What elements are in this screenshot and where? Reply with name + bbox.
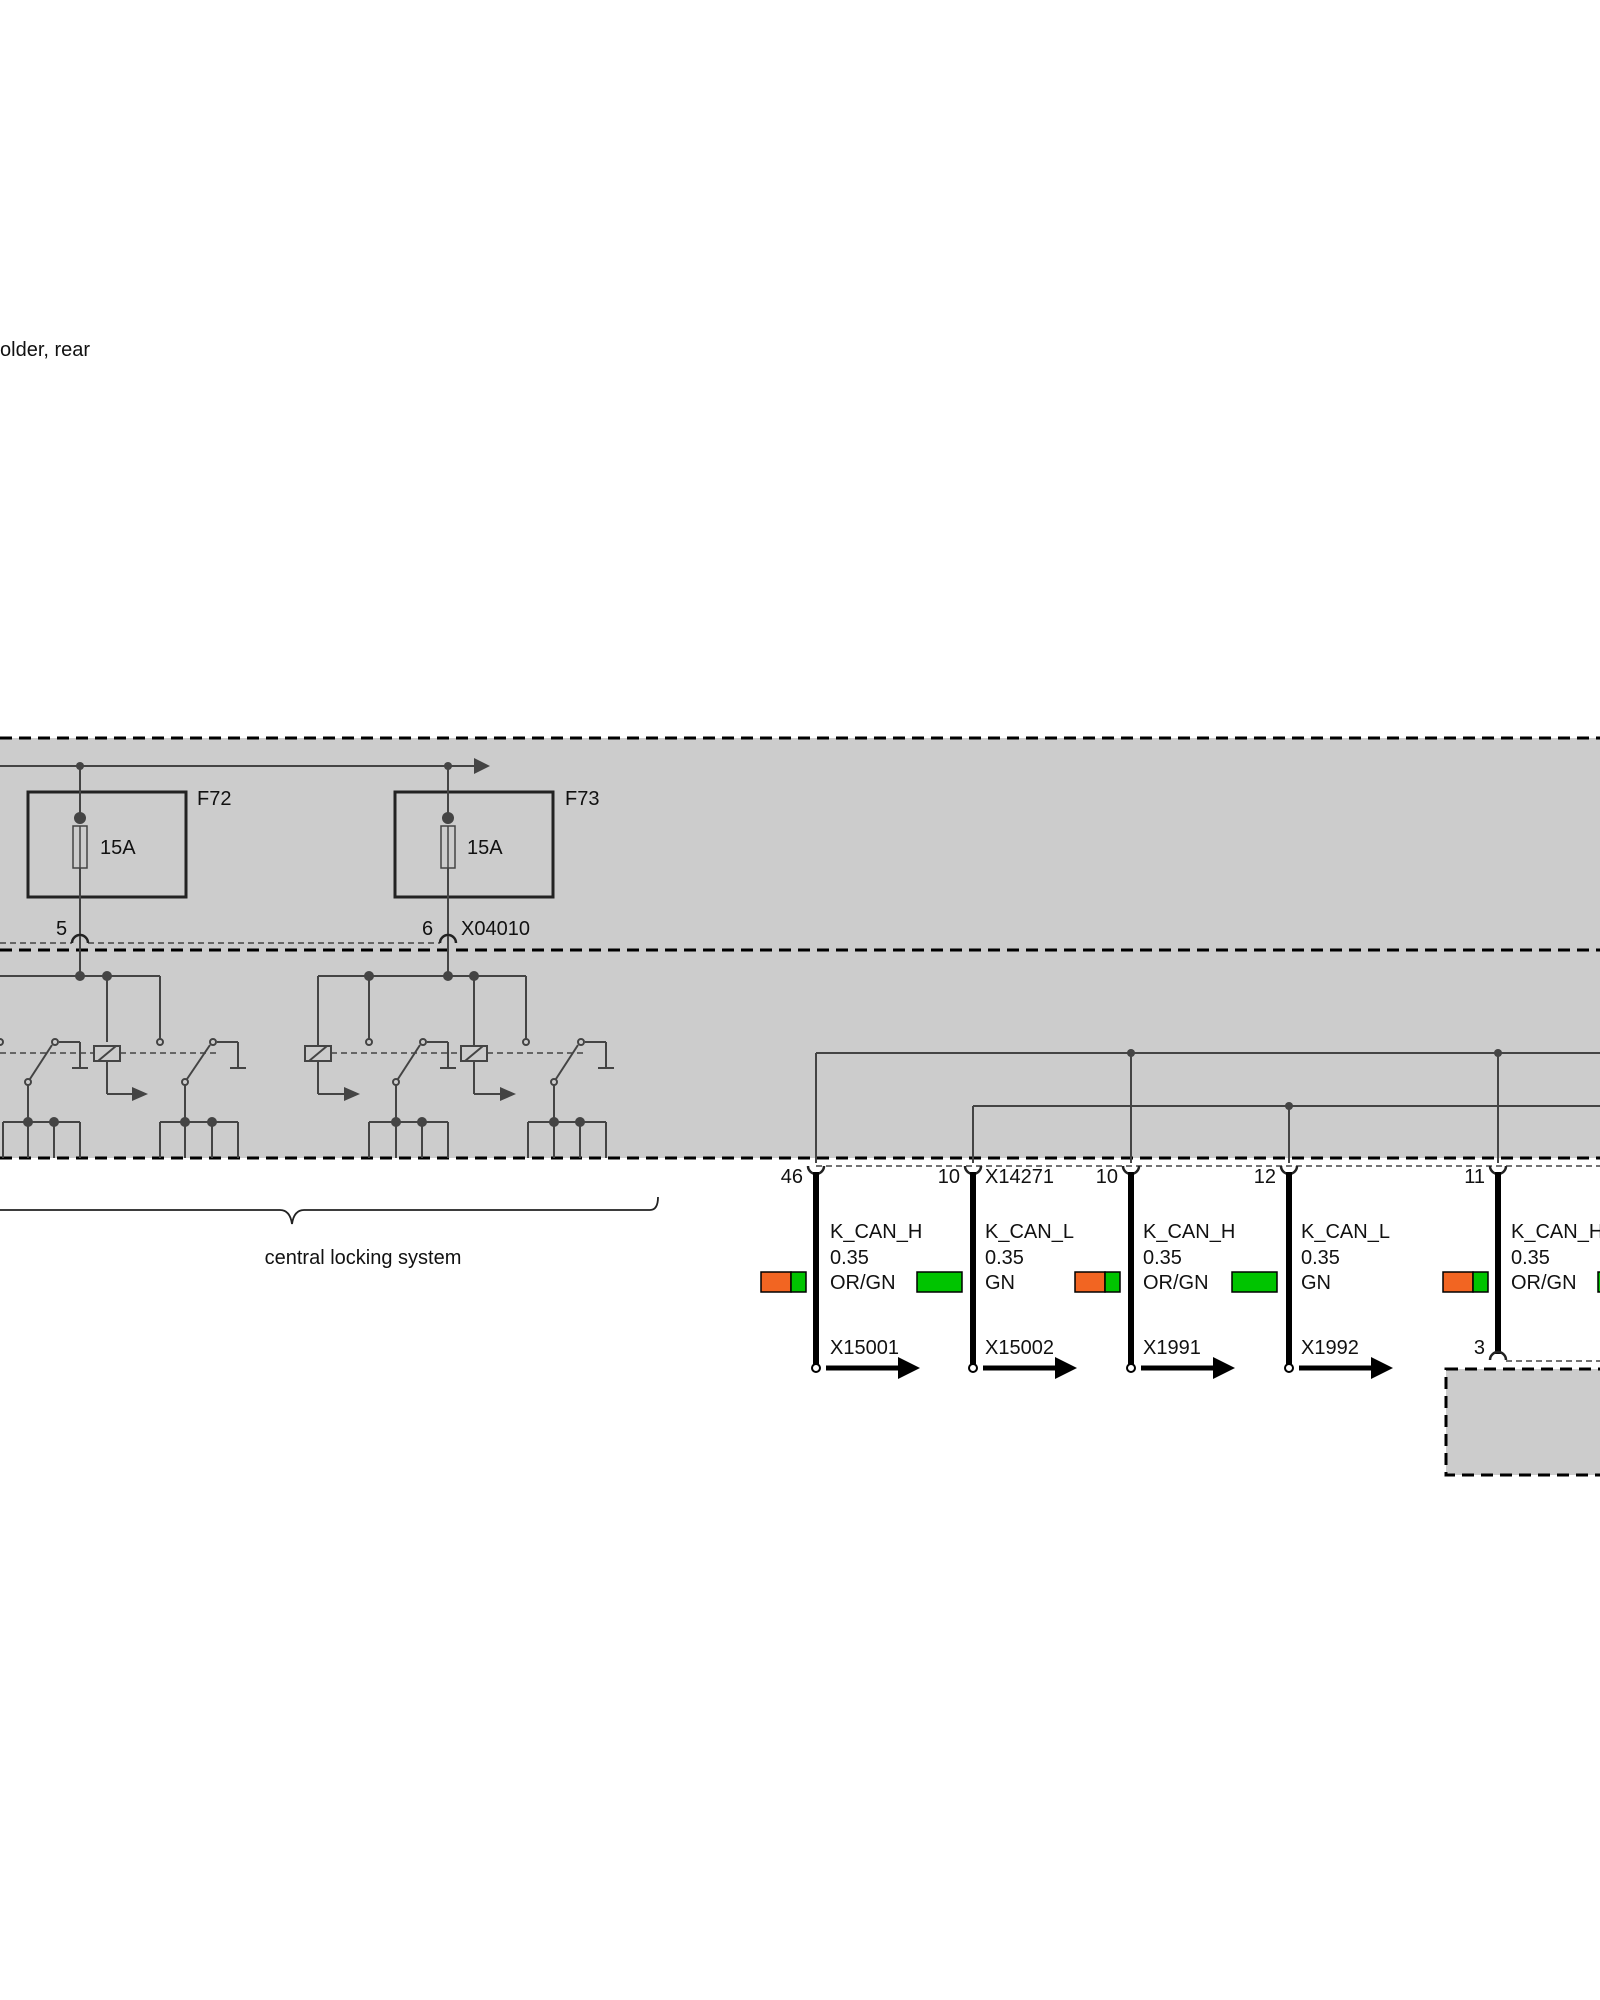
lower-module (1444, 1367, 1600, 1477)
wire-color-code: GN (1301, 1272, 1331, 1294)
wire-pin: 10 (1096, 1166, 1118, 1188)
brace-label: central locking system (265, 1247, 462, 1269)
wire-pin: 12 (1254, 1166, 1276, 1188)
relay-group-2 (304, 971, 614, 1158)
bus-connector-label: X14271 (985, 1166, 1054, 1188)
wire-target: X15002 (985, 1337, 1054, 1359)
fuse-id: F72 (197, 788, 231, 810)
wire-pin: 10 (938, 1166, 960, 1188)
wire-target: X15001 (830, 1337, 899, 1359)
fuse-F73: 15A F73 6 (393, 766, 599, 940)
connector-label-top: X04010 (461, 918, 530, 940)
fuse-box-module (0, 738, 1600, 950)
wire-gauge: 0.35 (1143, 1247, 1182, 1269)
wire-target: X1991 (1143, 1337, 1201, 1359)
fuse-F72: 15A F72 5 (26, 766, 231, 940)
bus-wire: 12 K_CAN_L 0.35 GN X1992 (1231, 1165, 1393, 1379)
wire-pin: 11 (1464, 1166, 1485, 1188)
wire-signal: K_CAN_H (830, 1221, 922, 1243)
wire-gauge: 0.35 (985, 1247, 1024, 1269)
bus-wire: 10 K_CAN_H 0.35 OR/GN X1991 (1074, 1165, 1235, 1379)
fuse-id: F73 (565, 788, 599, 810)
wire-color-code: GN (985, 1272, 1015, 1294)
wire-signal: K_CAN_H (1511, 1221, 1600, 1243)
bus-wire: 10 K_CAN_L 0.35 GN X15002 (916, 1165, 1077, 1379)
wire-signal: K_CAN_H (1143, 1221, 1235, 1243)
wire-color-code: OR/GN (1511, 1272, 1577, 1294)
supply-arrow (474, 758, 490, 774)
bus-wire: 11 K_CAN_H 0.35 OR/GN 3 (1442, 1165, 1600, 1361)
fuse-pin: 6 (422, 918, 433, 940)
wire-signal: K_CAN_L (985, 1221, 1074, 1243)
fuse-rating: 15A (467, 837, 503, 859)
bus-wire: 46 K_CAN_H 0.35 OR/GN X15001 (760, 1165, 922, 1379)
wire-bottom-pin: 3 (1474, 1337, 1485, 1359)
wire-color-code: OR/GN (830, 1272, 896, 1294)
fuse-rating: 15A (100, 837, 136, 859)
group-brace (0, 1196, 659, 1225)
fuse-pin: 5 (56, 918, 67, 940)
wire-color-code: OR/GN (1143, 1272, 1209, 1294)
wire-gauge: 0.35 (1301, 1247, 1340, 1269)
module-title: older, rear (0, 339, 90, 361)
wire-signal: K_CAN_L (1301, 1221, 1390, 1243)
wire-pin: 46 (781, 1166, 803, 1188)
wire-gauge: 0.35 (830, 1247, 869, 1269)
wire-target: X1992 (1301, 1337, 1359, 1359)
relay-group-1 (0, 971, 246, 1158)
wire-gauge: 0.35 (1511, 1247, 1550, 1269)
